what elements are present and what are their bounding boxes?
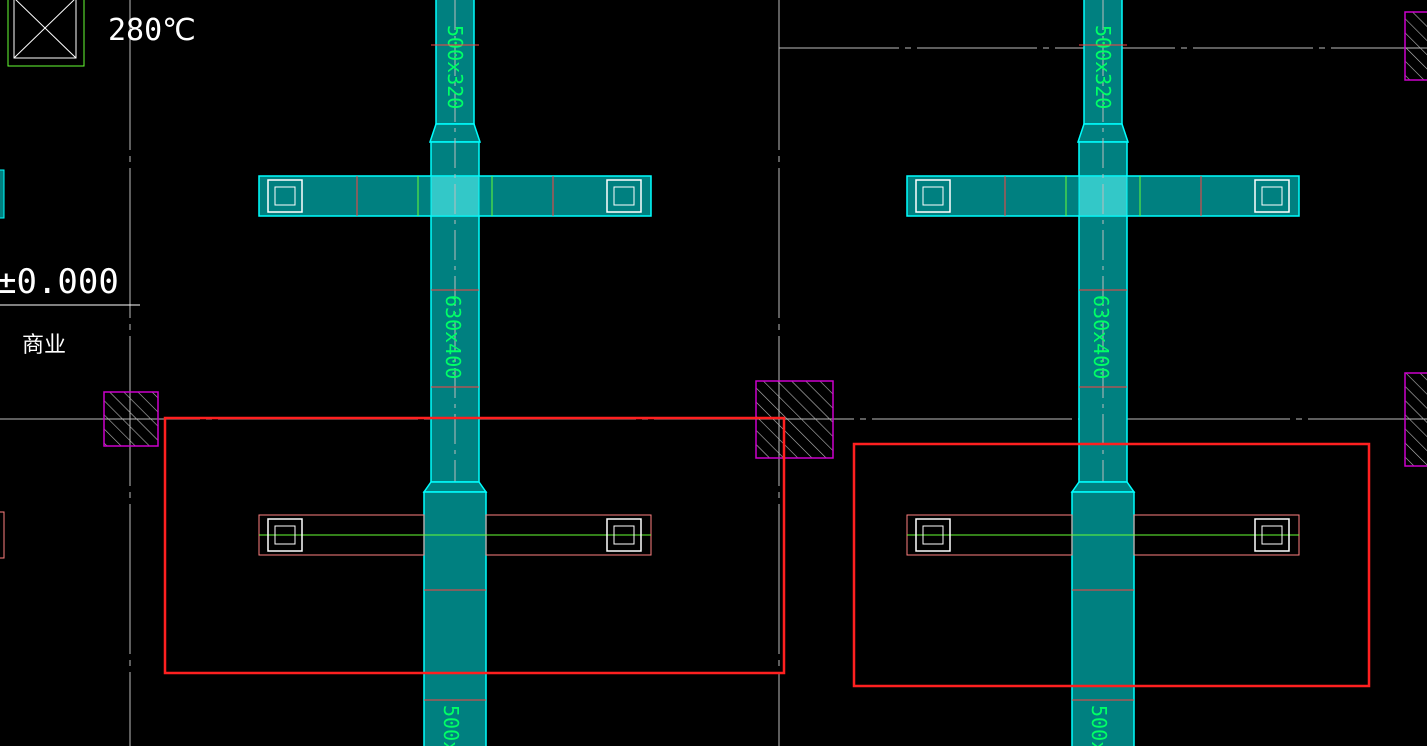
mid-riser-size-label-left: 630x400 [441, 295, 465, 379]
shaft-hatch-left [103, 391, 159, 447]
diffuser-core [274, 525, 296, 545]
lower-transition-right [1070, 481, 1136, 493]
zone-label: 商业 [22, 333, 66, 358]
symbol-inner [13, 0, 77, 59]
top-transition-left [428, 123, 482, 143]
diffuser-core [1261, 525, 1283, 545]
diffuser-upper-right-b[interactable] [1254, 179, 1290, 213]
duct-system-left: 500x320 630x400 500x [258, 0, 652, 746]
symbol-frame [7, 0, 85, 67]
edge-duct-stub [0, 169, 5, 219]
shaft-hatch-top-right [1404, 11, 1427, 81]
bottom-riser-size-label-left: 500x [439, 705, 463, 746]
diffuser-core [274, 186, 296, 206]
diffuser-lower-right-a[interactable] [915, 518, 951, 552]
symbol-diagonal-2 [13, 0, 75, 59]
highlight-box-right[interactable] [852, 442, 1371, 688]
elevation-label: ±0.000 [0, 262, 119, 302]
top-riser-size-label-left: 500x320 [443, 25, 467, 109]
shaft-hatch-right [1404, 372, 1427, 467]
diffuser-core [922, 186, 944, 206]
diffuser-upper-right-a[interactable] [915, 179, 951, 213]
edge-branch-stub [0, 511, 5, 559]
diffuser-lower-left-b[interactable] [606, 518, 642, 552]
lower-trunk-left [423, 491, 487, 746]
diffuser-core [613, 186, 635, 206]
lower-trunk-right [1071, 491, 1135, 746]
diffuser-core [922, 525, 944, 545]
diffuser-upper-left-a[interactable] [267, 179, 303, 213]
highlight-box-left[interactable] [163, 416, 786, 675]
shafts [103, 11, 1427, 467]
diffuser-lower-left-a[interactable] [267, 518, 303, 552]
top-transition-right [1076, 123, 1130, 143]
diffuser-upper-left-b[interactable] [606, 179, 642, 213]
diffuser-core [1261, 186, 1283, 206]
mid-riser-size-label-right: 630x400 [1089, 295, 1113, 379]
bottom-riser-size-label-right: 500x [1087, 705, 1111, 746]
damper-symbol [7, 0, 85, 67]
temperature-label: 280℃ [108, 13, 196, 48]
diffuser-lower-right-b[interactable] [1254, 518, 1290, 552]
top-riser-size-label-right: 500x320 [1091, 25, 1115, 109]
lower-transition-left [422, 481, 488, 493]
diffuser-core [613, 525, 635, 545]
shaft-hatch-center [755, 380, 834, 459]
duct-system-right: 500x320 630x400 500x [906, 0, 1300, 746]
